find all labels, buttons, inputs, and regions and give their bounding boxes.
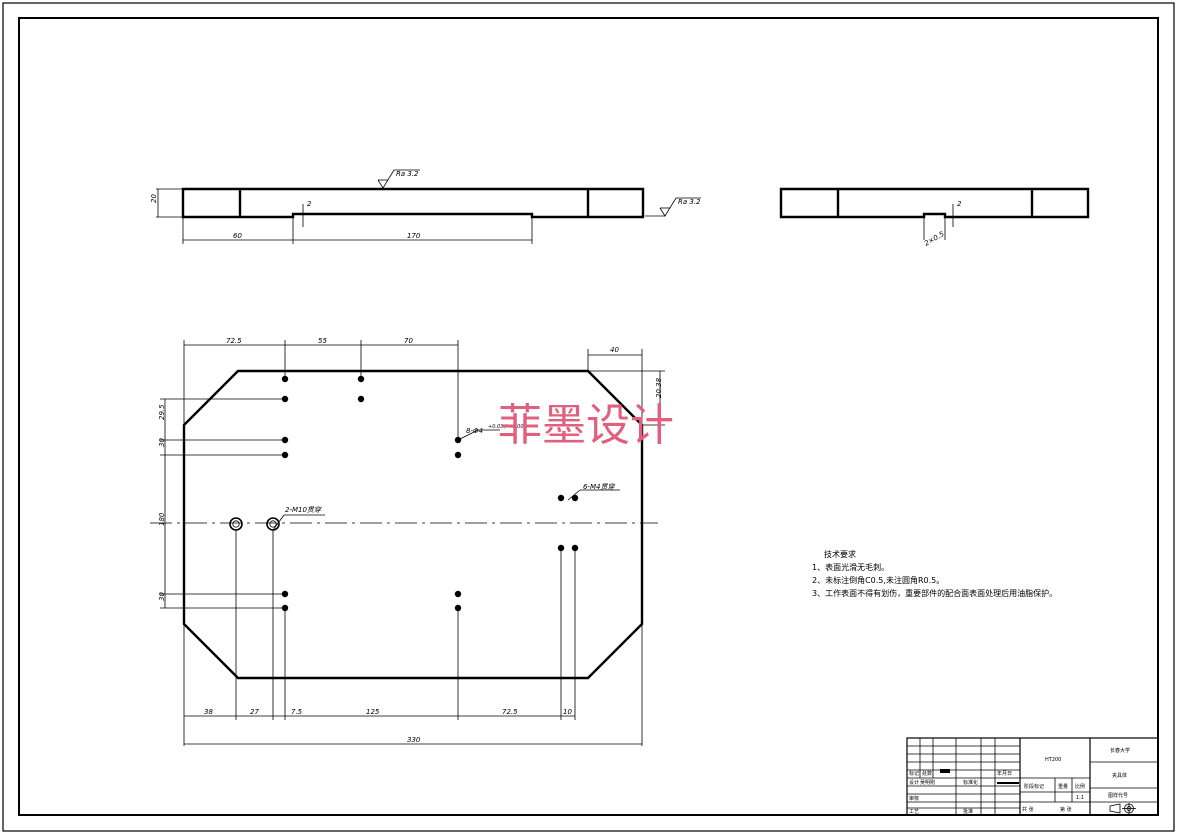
scale-value: 1:1 bbox=[1076, 795, 1084, 801]
chamfer-height: 20.38 bbox=[655, 377, 663, 398]
bottom-dim-4: 125 bbox=[366, 708, 380, 716]
watermark: 菲墨设计 bbox=[498, 400, 674, 451]
part-name: 夹具体 bbox=[1112, 772, 1127, 779]
bottom-dim-6: 10 bbox=[563, 708, 572, 716]
dim-left: 60 bbox=[233, 232, 242, 240]
side-dim-depth: 2 bbox=[957, 200, 962, 208]
top-dim-3: 70 bbox=[404, 337, 413, 345]
plan-view: 72.5 55 70 40 20.38 29.5 30 180 30 bbox=[150, 337, 665, 746]
roughness-symbol-top bbox=[377, 169, 420, 189]
chamfer-width: 40 bbox=[610, 346, 619, 354]
left-dim-2: 30 bbox=[158, 438, 166, 447]
tech-requirements: 技术要求 1、表面光滑无毛刺。 2、未标注倒角C0.5,未注圆角R0.5。 3、… bbox=[812, 549, 1057, 598]
redacted-line bbox=[997, 782, 1019, 784]
top-dim-2: 55 bbox=[318, 337, 327, 345]
bottom-dim-2: 27 bbox=[250, 708, 259, 716]
m10-holes bbox=[229, 517, 280, 531]
front-view: 20 60 170 2 Ra 3.2 Ra 3.2 bbox=[150, 169, 701, 244]
label-weight: 重量 bbox=[1058, 783, 1068, 790]
bottom-dim-3: 7.5 bbox=[291, 708, 303, 716]
title-block: 标记 处数 年月日 设计 吴明刚 标准化 审核 工艺 批准 HT200 阶段标记… bbox=[906, 737, 1159, 816]
label-scale: 比例 bbox=[1075, 783, 1085, 790]
roughness-right: Ra 3.2 bbox=[678, 198, 701, 206]
top-dim-1: 72.5 bbox=[226, 337, 242, 345]
bottom-dim-1: 38 bbox=[204, 708, 213, 716]
label-mark: 标记 bbox=[909, 770, 919, 777]
left-dim-1: 29.5 bbox=[158, 404, 166, 420]
plate-outline bbox=[182, 369, 644, 680]
label-design: 设计 bbox=[909, 779, 919, 786]
tech-item-3: 3、工作表面不得有划伤，重要部件的配合面表面处理后用油脂保护。 bbox=[812, 588, 1057, 598]
callout-m10: 2-M10贯穿 bbox=[285, 506, 322, 514]
label-stage: 阶段标记 bbox=[1024, 783, 1044, 790]
dim-height: 20 bbox=[150, 194, 158, 203]
drawing-no-label: 图样代号 bbox=[1108, 792, 1128, 799]
bottom-dim-5: 72.5 bbox=[502, 708, 518, 716]
callout-phi4: 8-Φ4 bbox=[466, 427, 483, 435]
roughness-symbol-right bbox=[659, 197, 701, 217]
inner-border bbox=[18, 17, 1159, 816]
callout-phi4-tol: +0.03 / +0.00 bbox=[488, 424, 524, 430]
material: HT200 bbox=[1045, 757, 1061, 763]
label-date: 年月日 bbox=[997, 770, 1012, 777]
tech-title: 技术要求 bbox=[824, 549, 856, 559]
callout-m4: 6-M4贯穿 bbox=[583, 483, 615, 491]
redacted-block bbox=[940, 769, 950, 773]
label-process: 工艺 bbox=[909, 809, 919, 815]
designer-name: 吴明刚 bbox=[920, 779, 935, 786]
roughness-top: Ra 3.2 bbox=[396, 170, 419, 178]
sheet-no: 第 张 bbox=[1060, 806, 1072, 813]
dim-slot: 170 bbox=[407, 232, 421, 240]
label-review: 审核 bbox=[909, 795, 919, 802]
school: 长春大学 bbox=[1110, 747, 1130, 754]
side-groove-label: 2×0.5 bbox=[923, 230, 946, 248]
label-approve: 批准 bbox=[963, 808, 973, 815]
left-dim-4: 30 bbox=[158, 592, 166, 601]
left-dim-3: 180 bbox=[158, 512, 166, 526]
tech-item-1: 1、表面光滑无毛刺。 bbox=[812, 562, 889, 572]
overall-width: 330 bbox=[407, 736, 421, 744]
label-count: 处数 bbox=[922, 770, 932, 777]
projection-symbol bbox=[1109, 803, 1136, 814]
label-standardize: 标准化 bbox=[963, 779, 978, 786]
sheet-total: 共 张 bbox=[1022, 806, 1034, 813]
dim-depth: 2 bbox=[307, 200, 312, 208]
tech-item-2: 2、未标注倒角C0.5,未注圆角R0.5。 bbox=[812, 575, 944, 585]
side-view: 2 2×0.5 bbox=[779, 187, 1090, 248]
